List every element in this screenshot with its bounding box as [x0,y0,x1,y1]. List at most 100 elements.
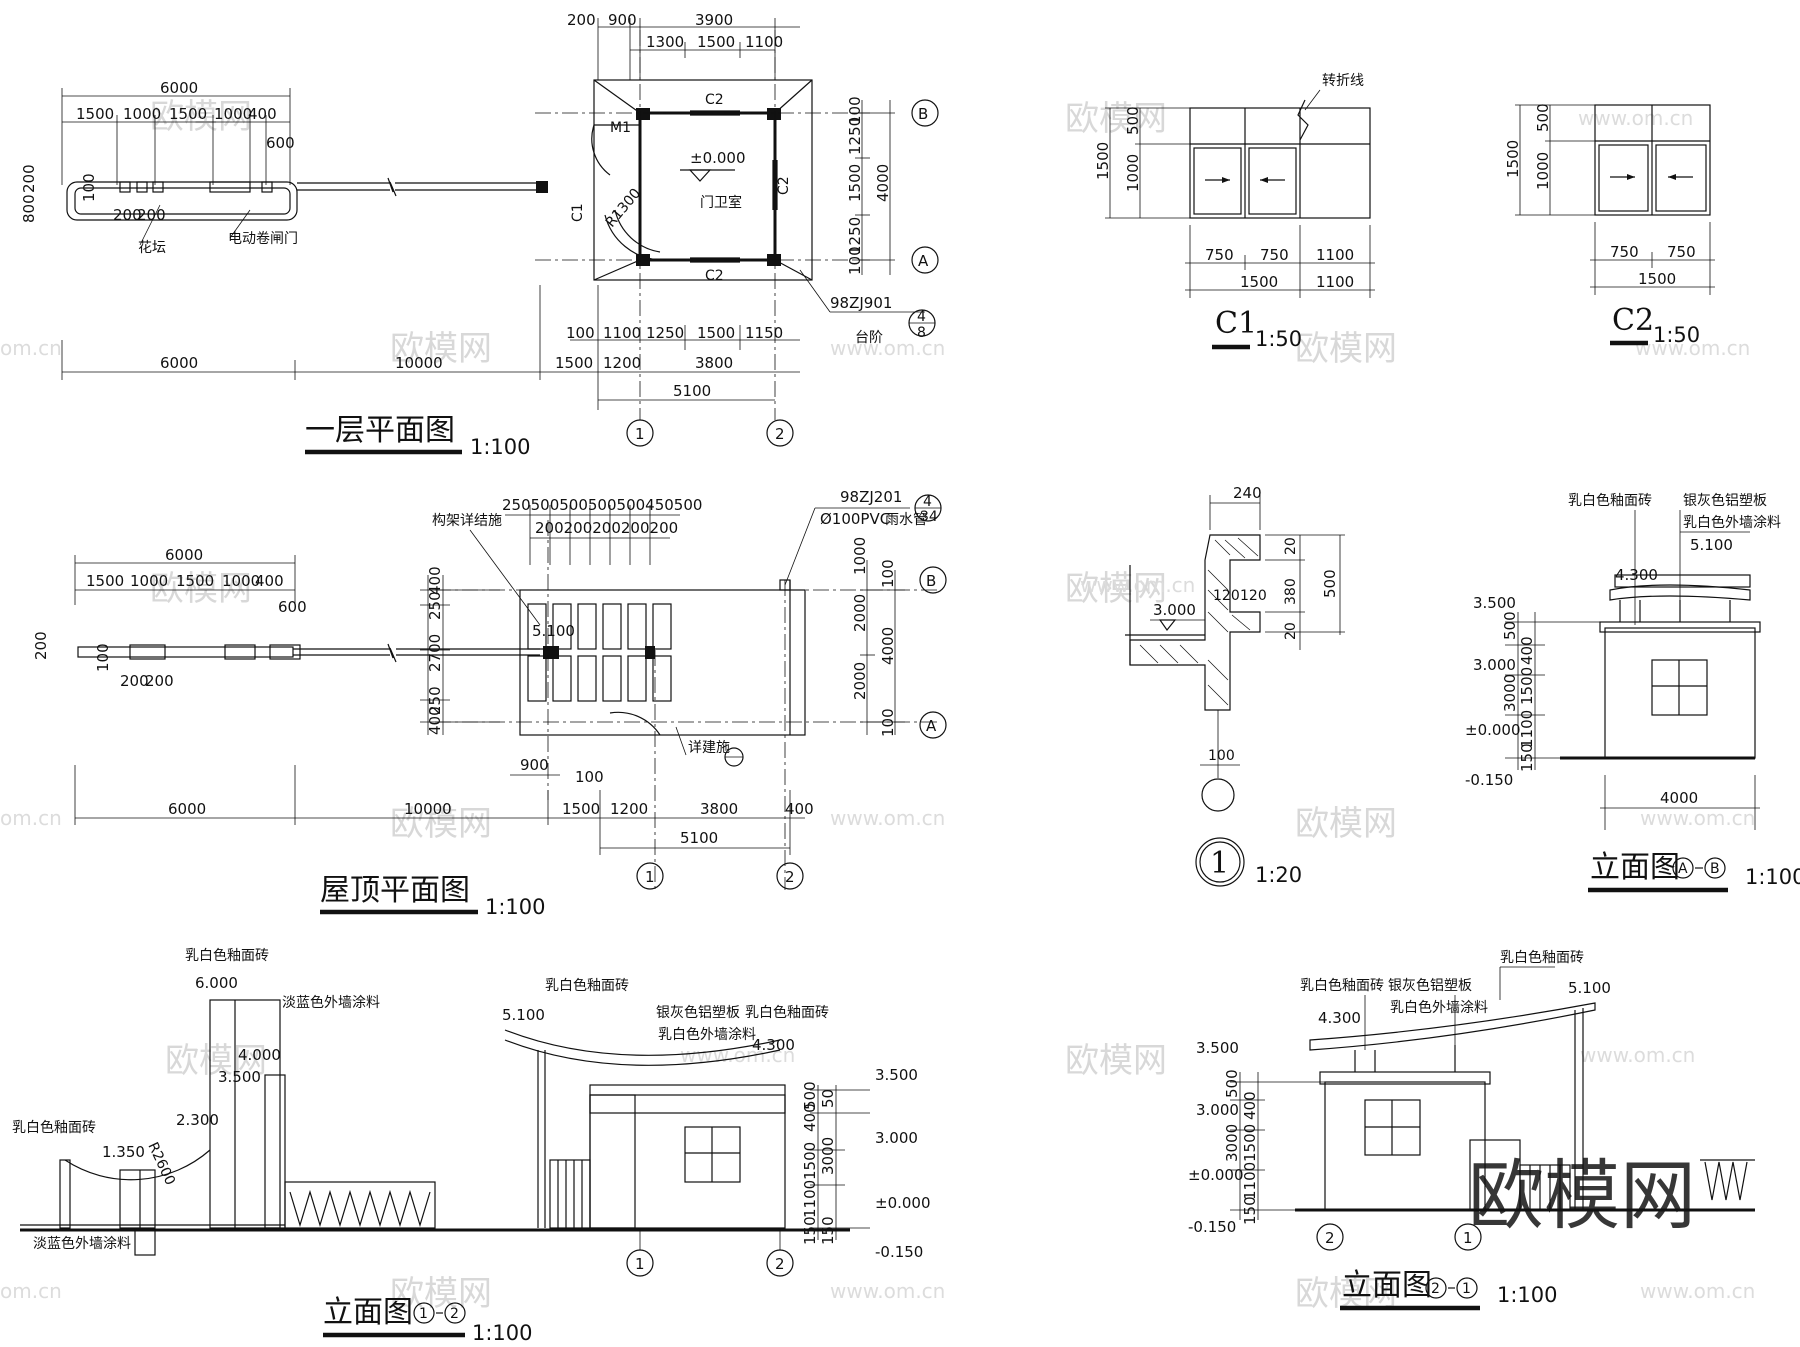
drawing-scale: 1:100 [472,1321,533,1345]
material-label: 乳白色釉面砖 [1300,977,1384,994]
level-label: -0.150 [875,1243,923,1261]
level-label: 3.000 [875,1129,918,1147]
dim-text: 400 [785,800,814,818]
label-step-ref: 98ZJ901 [830,294,892,312]
dim-text: 500 [1223,1069,1241,1098]
dim-text: 50 [819,1089,837,1108]
dim-text: 400 [426,706,444,735]
dim-text: 1500 [697,33,735,51]
dim-text: 750 [1205,246,1234,264]
material-label: 乳白色外墙涂料 [658,1026,756,1043]
material-label: 乳白色釉面砖 [185,947,269,964]
dim-text: 1000 [1124,154,1142,192]
dim-text: 200 [113,206,142,224]
axis-1: 1 [645,868,655,886]
level-label: -0.150 [1465,771,1513,789]
dim-text: 150 [819,1216,837,1245]
dim-text: 100 [94,643,112,672]
material-label: 淡蓝色外墙涂料 [282,994,380,1011]
dim-text: 3000 [1223,1124,1241,1162]
elevation-a-b: 乳白色釉面砖 银灰色铝塑板 乳白色外墙涂料 5.100 4.300 3.500 … [1465,492,1800,893]
label-c2-right: C2 [776,176,792,195]
dim-text: 1000 [851,537,869,575]
dim-text: 100 [80,173,98,202]
detail-1: 240 120 120 20 380 20 500 3.000 100 1 1:… [1125,484,1345,887]
dim-text: 1500 [562,800,600,818]
axis-1: 1 [635,1255,645,1273]
dim-text: 400 [426,566,444,595]
dim-text: 1200 [603,354,641,372]
drawing-scale: 1:50 [1255,327,1302,351]
dim-text: 1500 [1241,1124,1259,1162]
dim-text: 10000 [404,800,452,818]
dim-text: 150 [801,1216,819,1245]
material-label: 乳白色釉面砖 [545,977,629,994]
watermark-text: 欧模网 [390,1274,492,1314]
dim-text: 500 [1321,569,1339,598]
drawing-title: 立面图 [323,1295,413,1330]
level-label: 4.300 [1318,1009,1361,1027]
drawing-scale: 1:50 [1653,323,1700,347]
dim-text: 1500 [697,324,735,342]
material-label: 银灰色铝塑板 [1388,977,1472,994]
dim-text: 400 [255,572,284,590]
dim-text: 1500 [1240,273,1278,291]
dim-text: 900 [520,756,549,774]
level-label: 3.000 [1196,1101,1239,1119]
watermark-url: www.om.cn [1580,1043,1695,1067]
level-label: 4.300 [1615,566,1658,584]
dim-text: 1000 [130,572,168,590]
ground-floor-plan: 200 900 3900 1300 1500 1100 6000 1500 10… [20,11,939,459]
dim-text: 1500 [1094,142,1112,180]
watermark-url: om.cn [0,1279,62,1303]
dim-text: 6000 [160,79,198,97]
title-axis: 2 [450,1306,459,1322]
label-roof-ref: 98ZJ201 [840,488,902,506]
watermark-url: om.cn [0,336,62,360]
window-c2: 1500 500 1000 750 750 1500 C2 1:50 [1504,103,1715,347]
drawing-title: 一层平面图 [305,413,455,448]
dim-text: 4000 [1660,789,1698,807]
drawing-title: 立面图 [1590,850,1680,885]
axis-b: B [926,572,936,590]
drawing-title: 立面图 [1342,1268,1432,1303]
dim-text: 1000 [222,572,260,590]
level-label: -0.150 [1188,1218,1236,1236]
watermark-url: www.om.cn [830,806,945,830]
level-label: 4.300 [752,1036,795,1054]
drawing-scale: 1:100 [470,435,531,459]
roof-plan: 250500500500500450500 200200200200200 构架… [32,488,947,919]
drawing-scale: 1:100 [1497,1283,1558,1307]
dim-text: 1500 [1518,667,1536,705]
axis-2: 2 [1325,1229,1335,1247]
watermark-text: 欧模网 [390,804,492,844]
drawing-scale: 1:100 [485,895,546,919]
label-level: ±0.000 [690,149,746,167]
dim-text: 10000 [395,354,443,372]
dim-text: 150 [1241,1196,1259,1225]
dim-text: 240 [1233,484,1262,502]
dim-text: 250 [426,591,444,620]
dim-text: 1500 [1638,270,1676,288]
dim-text: 1100 [1316,273,1354,291]
dim-text: 100 [879,708,897,737]
label-c2-top: C2 [705,92,724,108]
dim-text: 100 [566,324,595,342]
dim-text: 6000 [168,800,206,818]
material-label: 乳白色外墙涂料 [1683,514,1781,531]
watermark-url: www.om.cn [1578,106,1693,130]
dim-text: 750 [1260,246,1289,264]
dim-text: 6000 [160,354,198,372]
dim-text: 3000 [819,1137,837,1175]
watermark-url: om.cn [0,806,62,830]
dim-text: 1100 [1518,710,1536,748]
dim-text: 400 [801,1103,819,1132]
level-label: 2.300 [176,1111,219,1129]
dim-text: 400 [248,105,277,123]
dim-text: 3800 [700,800,738,818]
dim-text: 1200 [610,800,648,818]
label-fold: 转折线 [1322,73,1364,89]
radius-label: R2600 [144,1140,178,1188]
level-label: 3.000 [1473,656,1516,674]
dim-text: 1250 [846,217,864,255]
